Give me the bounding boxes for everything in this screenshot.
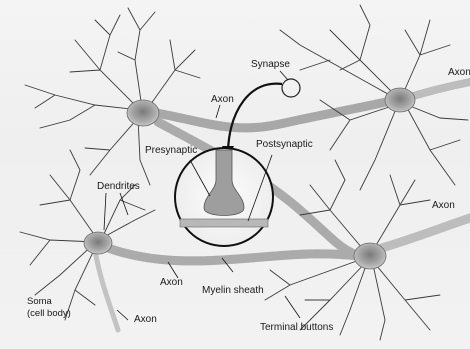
axon-label-bottom-center: Axon — [160, 277, 183, 288]
postsynaptic-membrane — [180, 219, 268, 227]
soma-label-cell-body: (cell body) — [27, 308, 71, 319]
dendrites-label: Dendrites — [97, 181, 140, 192]
presynaptic-label: Presynaptic — [145, 145, 197, 156]
soma-bottom-left — [84, 232, 112, 254]
synapse-label: Synapse — [251, 59, 290, 70]
terminal-buttons-label: Terminal buttons — [260, 322, 333, 333]
soma-top-right — [385, 88, 415, 112]
myelin-sheath-label: Myelin sheath — [202, 285, 264, 296]
synapse-inset — [175, 148, 273, 246]
axon-label-bottom-left: Axon — [134, 314, 157, 325]
axon-label-right: Axon — [432, 200, 455, 211]
soma-label: Soma — [27, 296, 52, 307]
postsynaptic-label: Postsynaptic — [256, 139, 313, 150]
soma-bottom-right — [354, 243, 386, 269]
synapse-marker — [282, 79, 300, 97]
soma-top-left — [127, 100, 159, 126]
axon-label-top-right: Axon — [448, 67, 470, 78]
axon-label-center: Axon — [211, 94, 234, 105]
